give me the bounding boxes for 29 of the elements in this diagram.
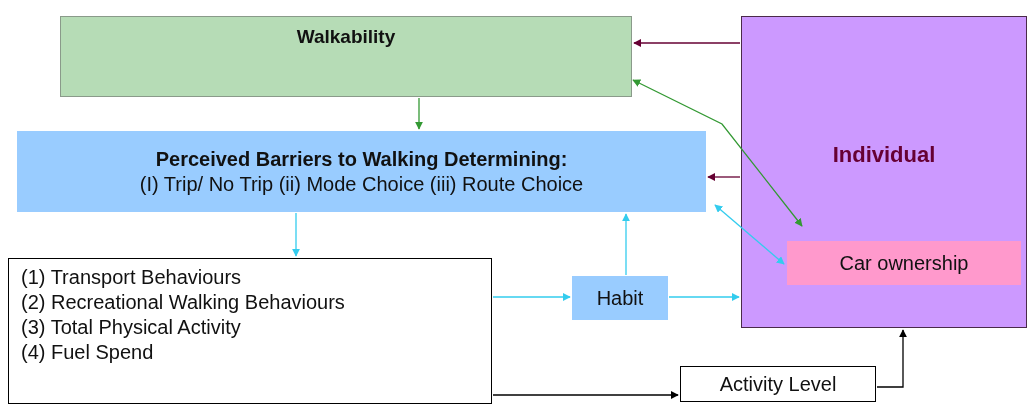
arrow [668, 293, 740, 301]
arrow [714, 204, 785, 265]
walkability-box [60, 16, 632, 97]
activity-level-box [680, 366, 876, 402]
arrow [622, 213, 630, 276]
individual-box [741, 16, 1027, 328]
arrow [876, 329, 907, 388]
node-label: Walkability [296, 25, 396, 49]
arrow [633, 39, 741, 47]
arrow [707, 173, 741, 181]
node-label: Habit [596, 285, 644, 311]
node-label: (1) Transport Behaviours [21, 265, 242, 290]
node-label: (I) Trip/ No Trip (ii) Mode Choice (iii) Route Choice [139, 171, 584, 197]
node-label: Individual [832, 141, 936, 169]
node-label: (2) Recreational Walking Behaviours [21, 290, 345, 315]
behaviour-list-box [8, 258, 492, 404]
arrow [492, 293, 571, 301]
node-label: (3) Total Physical Activity [21, 315, 241, 340]
node-label: (4) Fuel Spend [21, 340, 154, 365]
node-label: Car ownership [839, 250, 969, 276]
habit-box [572, 276, 668, 320]
barrier-box [17, 131, 706, 212]
arrow [292, 212, 300, 257]
arrow [632, 79, 803, 227]
heading-text: Perceived Barriers to Walking Determining: [155, 146, 568, 172]
arrow [492, 391, 679, 399]
arrow [415, 97, 423, 130]
node-label: Activity Level [719, 371, 837, 397]
car-ownership-box [787, 241, 1021, 285]
